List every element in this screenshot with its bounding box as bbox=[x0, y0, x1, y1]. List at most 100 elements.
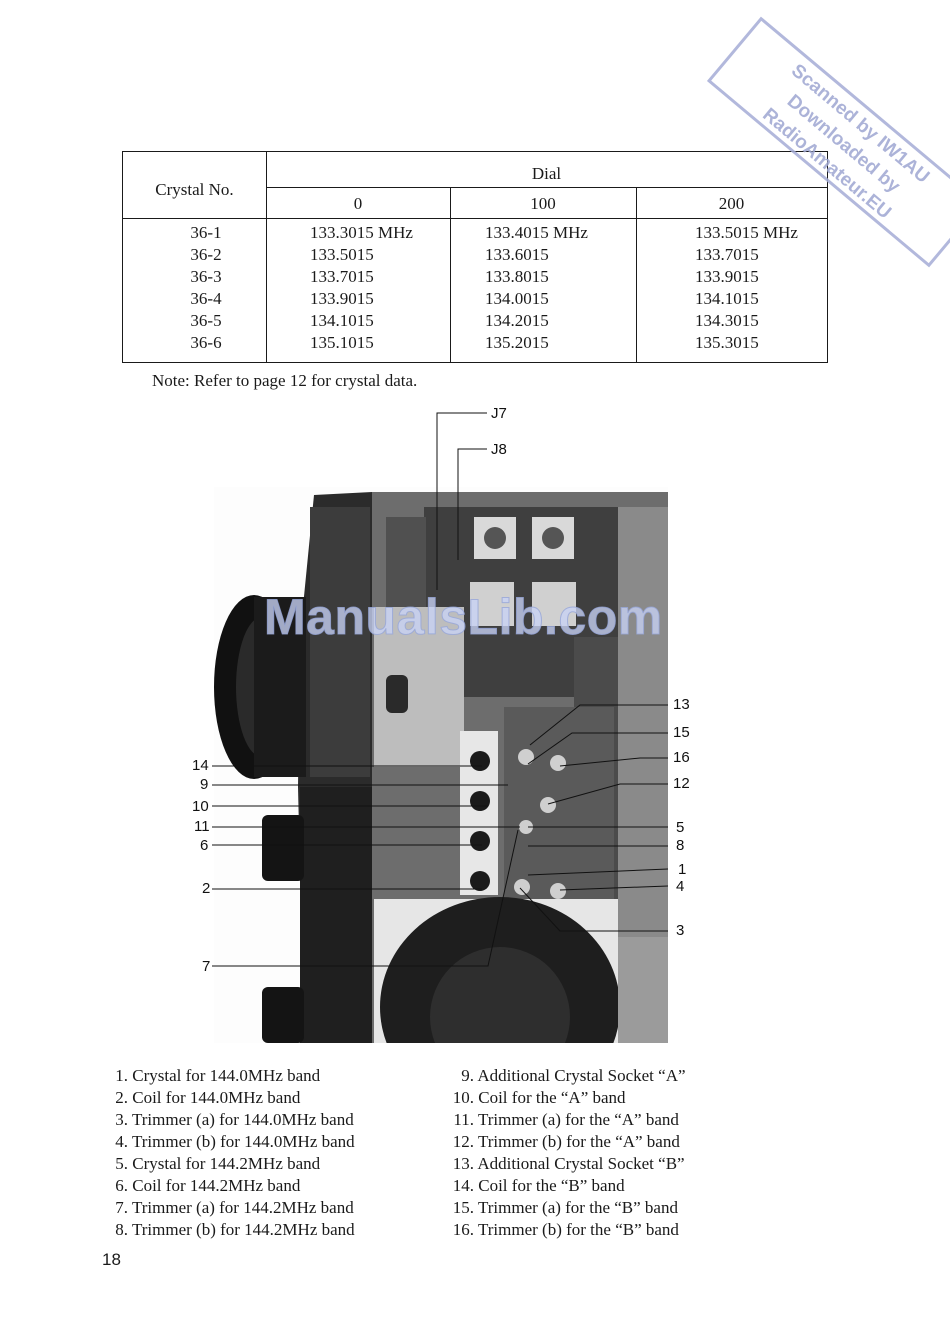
table-cell: 133.7015 bbox=[310, 267, 374, 286]
legend-number: 14. bbox=[452, 1176, 474, 1195]
legend-number: 13. bbox=[452, 1154, 474, 1173]
legend-text: Additional Crystal Socket “B” bbox=[477, 1154, 685, 1173]
table-cell: 133.5015 bbox=[310, 245, 374, 264]
legend-number: 3. bbox=[115, 1110, 128, 1129]
legend-item: 11. Trimmer (a) for the “A” band bbox=[446, 1109, 686, 1131]
legend-text: Crystal for 144.2MHz band bbox=[132, 1154, 321, 1173]
table-cell: 135.1015 bbox=[310, 333, 374, 352]
callout-13: 13 bbox=[673, 696, 690, 713]
legend-item: 8. Trimmer (b) for 144.2MHz band bbox=[104, 1219, 355, 1241]
dial-column-200: 200 bbox=[718, 194, 745, 213]
table-cell: 134.1015 bbox=[695, 289, 759, 308]
table-cell: 36-4 bbox=[190, 289, 222, 308]
crystal-dial-table: Crystal No. Dial 0 100 200 36-1 36-2 36-… bbox=[122, 151, 828, 363]
callout-7: 7 bbox=[202, 958, 211, 975]
table-cell: 36-3 bbox=[190, 267, 222, 286]
callout-10: 10 bbox=[192, 798, 209, 815]
table-cell: 36-5 bbox=[190, 311, 222, 330]
legend-text: Trimmer (b) for the “A” band bbox=[477, 1132, 680, 1151]
legend-text: Trimmer (b) for the “B” band bbox=[477, 1220, 679, 1239]
dial-column-100: 100 bbox=[530, 194, 556, 213]
legend-item: 9. Additional Crystal Socket “A” bbox=[446, 1065, 686, 1087]
table-cell: 133.3015 MHz bbox=[310, 223, 413, 242]
crystal-no-header: Crystal No. bbox=[155, 180, 234, 199]
callout-j8: J8 bbox=[491, 441, 507, 458]
callout-12: 12 bbox=[673, 775, 690, 792]
legend-item: 12. Trimmer (b) for the “A” band bbox=[446, 1131, 686, 1153]
table-cell: 135.2015 bbox=[485, 333, 549, 352]
legend-item: 1. Crystal for 144.0MHz band bbox=[104, 1065, 355, 1087]
legend-right-column: 9. Additional Crystal Socket “A” 10. Coi… bbox=[446, 1065, 686, 1241]
dial-200-column: 133.5015 MHz 133.7015 133.9015 134.1015 … bbox=[695, 222, 798, 354]
legend-text: Trimmer (a) for 144.0MHz band bbox=[131, 1110, 354, 1129]
legend-item: 4. Trimmer (b) for 144.0MHz band bbox=[104, 1131, 355, 1153]
legend-text: Additional Crystal Socket “A” bbox=[477, 1066, 686, 1085]
manualslib-watermark: ManualsLib.com bbox=[264, 589, 663, 646]
callout-j7: J7 bbox=[491, 405, 507, 422]
table-cell: 133.8015 bbox=[485, 267, 549, 286]
table-cell: 133.4015 MHz bbox=[485, 223, 588, 242]
dial-header: Dial bbox=[531, 164, 562, 183]
legend-left-column: 1. Crystal for 144.0MHz band 2. Coil for… bbox=[104, 1065, 355, 1241]
legend-number: 4. bbox=[115, 1132, 128, 1151]
dial-100-column: 133.4015 MHz 133.6015 133.8015 134.0015 … bbox=[485, 222, 588, 354]
table-cell: 134.3015 bbox=[695, 311, 759, 330]
legend-number: 15. bbox=[452, 1198, 474, 1217]
table-cell: 133.9015 bbox=[695, 267, 759, 286]
table-note: Note: Refer to page 12 for crystal data. bbox=[152, 371, 418, 390]
table-cell: 133.9015 bbox=[310, 289, 374, 308]
legend-item: 13. Additional Crystal Socket “B” bbox=[446, 1153, 686, 1175]
table-cell: 133.7015 bbox=[695, 245, 759, 264]
legend-text: Coil for the “B” band bbox=[478, 1176, 625, 1195]
callout-16: 16 bbox=[673, 749, 690, 766]
legend-item: 6. Coil for 144.2MHz band bbox=[104, 1175, 355, 1197]
legend-text: Trimmer (a) for the “A” band bbox=[477, 1110, 679, 1129]
table-cell: 36-1 bbox=[190, 223, 222, 242]
legend-text: Crystal for 144.0MHz band bbox=[132, 1066, 321, 1085]
dial-0-column: 133.3015 MHz 133.5015 133.7015 133.9015 … bbox=[310, 222, 413, 354]
legend-number: 9. bbox=[461, 1066, 474, 1085]
table-cell: 36-6 bbox=[190, 333, 222, 352]
legend-number: 11. bbox=[453, 1110, 474, 1129]
callout-2: 2 bbox=[202, 880, 211, 897]
legend-item: 2. Coil for 144.0MHz band bbox=[104, 1087, 355, 1109]
table-cell: 134.0015 bbox=[485, 289, 549, 308]
table-cell: 135.3015 bbox=[695, 333, 759, 352]
dial-column-0: 0 bbox=[353, 194, 363, 213]
legend-number: 6. bbox=[115, 1176, 128, 1195]
legend-item: 15. Trimmer (a) for the “B” band bbox=[446, 1197, 686, 1219]
radio-interior-photo bbox=[214, 487, 668, 1043]
legend-number: 12. bbox=[452, 1132, 474, 1151]
callout-1: 1 bbox=[678, 861, 687, 878]
legend-text: Coil for 144.2MHz band bbox=[132, 1176, 301, 1195]
legend-text: Coil for the “A” band bbox=[478, 1088, 626, 1107]
table-cell: 133.5015 MHz bbox=[695, 223, 798, 242]
callout-14: 14 bbox=[192, 757, 209, 774]
callout-15: 15 bbox=[673, 724, 690, 741]
legend-item: 7. Trimmer (a) for 144.2MHz band bbox=[104, 1197, 355, 1219]
legend-number: 7. bbox=[115, 1198, 128, 1217]
legend-item: 14. Coil for the “B” band bbox=[446, 1175, 686, 1197]
legend-text: Trimmer (b) for 144.2MHz band bbox=[131, 1220, 355, 1239]
callout-6: 6 bbox=[200, 837, 209, 854]
legend-text: Trimmer (a) for the “B” band bbox=[477, 1198, 678, 1217]
callout-4: 4 bbox=[676, 878, 685, 895]
table-cell: 134.2015 bbox=[485, 311, 549, 330]
page-number: 18 bbox=[102, 1250, 121, 1269]
legend-item: 16. Trimmer (b) for the “B” band bbox=[446, 1219, 686, 1241]
callout-8: 8 bbox=[676, 837, 685, 854]
legend-item: 3. Trimmer (a) for 144.0MHz band bbox=[104, 1109, 355, 1131]
legend-text: Trimmer (b) for 144.0MHz band bbox=[131, 1132, 355, 1151]
crystal-number-column: 36-1 36-2 36-3 36-4 36-5 36-6 bbox=[123, 222, 289, 354]
legend-item: 5. Crystal for 144.2MHz band bbox=[104, 1153, 355, 1175]
legend-text: Trimmer (a) for 144.2MHz band bbox=[131, 1198, 354, 1217]
table-cell: 133.6015 bbox=[485, 245, 549, 264]
table-cell: 134.1015 bbox=[310, 311, 374, 330]
legend-text: Coil for 144.0MHz band bbox=[132, 1088, 301, 1107]
legend-number: 16. bbox=[452, 1220, 474, 1239]
callout-3: 3 bbox=[676, 922, 685, 939]
legend-number: 8. bbox=[115, 1220, 128, 1239]
table-cell: 36-2 bbox=[190, 245, 222, 264]
callout-5: 5 bbox=[676, 819, 685, 836]
